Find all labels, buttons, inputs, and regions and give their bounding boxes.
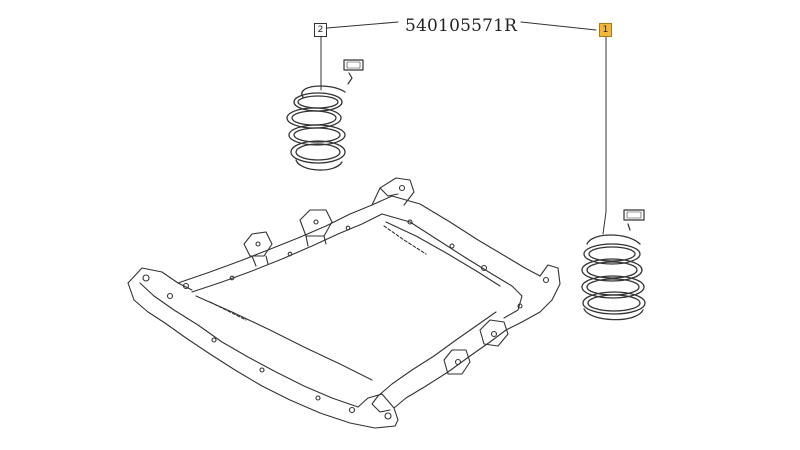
coil-spring-2 xyxy=(286,85,346,171)
front-subframe xyxy=(127,177,561,429)
spring-seat-tag-left xyxy=(343,59,364,85)
spring-seat-tag-right xyxy=(623,209,645,231)
callout-leader-lines xyxy=(320,21,607,235)
callout-2-box[interactable]: 2 xyxy=(314,23,327,37)
part-number-label: 540105571R xyxy=(405,16,518,36)
coil-spring-1 xyxy=(581,234,646,321)
callout-1-box[interactable]: 1 xyxy=(599,23,612,37)
